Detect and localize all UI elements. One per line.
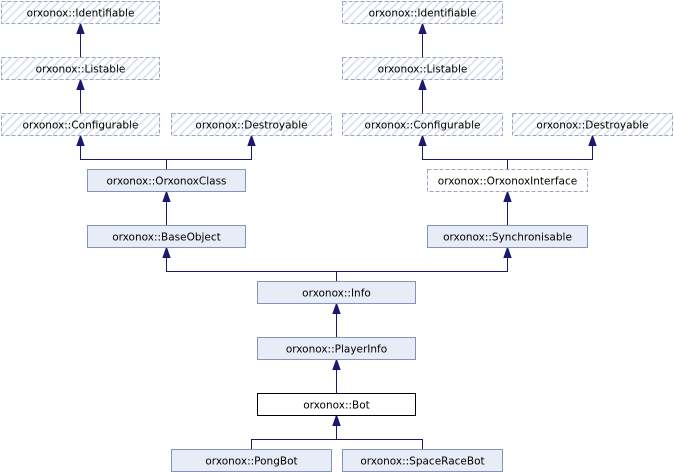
class-node-box <box>257 393 416 416</box>
class-node-listable-r[interactable]: orxonox::Listable <box>342 57 503 80</box>
class-node-box <box>427 169 588 192</box>
inheritance-edge-orxonoxinterface-to-configurable-r <box>422 145 508 170</box>
class-node-label: orxonox::Synchronisable <box>443 232 572 244</box>
class-node-label: orxonox::Destroyable <box>536 120 648 132</box>
class-node-box <box>1 1 160 24</box>
arrowhead-icon <box>332 357 341 370</box>
class-node-orxonoxclass[interactable]: orxonox::OrxonoxClass <box>87 169 246 192</box>
class-node-identifiable-l[interactable]: orxonox::Identifiable <box>1 1 160 24</box>
class-node-label: orxonox::PongBot <box>205 456 297 468</box>
class-node-identifiable-r[interactable]: orxonox::Identifiable <box>342 1 503 24</box>
arrowhead-icon <box>503 245 512 258</box>
inheritance-edge-info-to-baseobject <box>166 257 337 282</box>
class-node-label: orxonox::Listable <box>378 64 468 76</box>
class-node-label: orxonox::PlayerInfo <box>286 344 387 356</box>
class-node-box <box>342 57 503 80</box>
class-node-destroyable-l[interactable]: orxonox::Destroyable <box>171 113 332 136</box>
class-node-bot[interactable]: orxonox::Bot <box>257 393 416 416</box>
class-node-label: orxonox::Destroyable <box>195 120 307 132</box>
class-node-box <box>257 281 416 304</box>
arrowhead-icon <box>76 21 85 34</box>
class-node-label: orxonox::Identifiable <box>369 8 477 20</box>
class-node-listable-l[interactable]: orxonox::Listable <box>1 57 160 80</box>
class-node-label: orxonox::Info <box>302 288 371 300</box>
edges-layer <box>76 21 597 450</box>
class-node-playerinfo[interactable]: orxonox::PlayerInfo <box>257 337 416 360</box>
class-node-box <box>342 113 503 136</box>
arrowhead-icon <box>76 77 85 90</box>
class-node-pongbot[interactable]: orxonox::PongBot <box>171 449 332 472</box>
inheritance-edge-orxonoxclass-to-destroyable-l <box>166 145 252 170</box>
class-node-box <box>1 57 160 80</box>
class-node-box <box>342 1 503 24</box>
class-node-box <box>1 113 160 136</box>
class-node-configurable-r[interactable]: orxonox::Configurable <box>342 113 503 136</box>
arrowhead-icon <box>332 301 341 314</box>
class-node-label: orxonox::Identifiable <box>27 8 135 20</box>
class-node-label: orxonox::SpaceRaceBot <box>360 456 484 468</box>
arrowhead-icon <box>418 133 427 146</box>
class-node-synchronisable[interactable]: orxonox::Synchronisable <box>427 225 588 248</box>
class-node-label: orxonox::Listable <box>36 64 126 76</box>
class-node-baseobject[interactable]: orxonox::BaseObject <box>87 225 246 248</box>
arrowhead-icon <box>162 245 171 258</box>
class-node-box <box>512 113 673 136</box>
class-node-box <box>257 337 416 360</box>
class-node-orxonoxinterface[interactable]: orxonox::OrxonoxInterface <box>427 169 588 192</box>
class-node-label: orxonox::Bot <box>303 400 370 412</box>
class-node-label: orxonox::OrxonoxInterface <box>438 176 577 188</box>
class-node-label: orxonox::BaseObject <box>112 232 221 244</box>
class-node-box <box>171 113 332 136</box>
inheritance-edge-pongbot-to-bot <box>251 425 337 450</box>
arrowhead-icon <box>418 77 427 90</box>
arrowhead-icon <box>418 21 427 34</box>
class-node-box <box>87 169 246 192</box>
inheritance-edge-orxonoxinterface-to-destroyable-r <box>507 145 593 170</box>
class-node-box <box>87 225 246 248</box>
class-node-label: orxonox::Configurable <box>23 120 139 132</box>
class-node-spaceracebot[interactable]: orxonox::SpaceRaceBot <box>342 449 503 472</box>
inheritance-edge-spaceracebot-to-bot <box>336 425 423 450</box>
arrowhead-icon <box>588 133 597 146</box>
class-node-info[interactable]: orxonox::Info <box>257 281 416 304</box>
inheritance-edge-orxonoxclass-to-configurable-l <box>80 145 167 170</box>
class-node-destroyable-r[interactable]: orxonox::Destroyable <box>512 113 673 136</box>
arrowhead-icon <box>503 189 512 202</box>
arrowhead-icon <box>247 133 256 146</box>
inheritance-edge-info-to-synchronisable <box>336 257 508 282</box>
arrowhead-icon <box>162 189 171 202</box>
arrowhead-icon <box>76 133 85 146</box>
class-node-box <box>427 225 588 248</box>
arrowhead-icon <box>332 413 341 426</box>
class-node-label: orxonox::OrxonoxClass <box>106 176 226 188</box>
class-node-configurable-l[interactable]: orxonox::Configurable <box>1 113 160 136</box>
class-node-label: orxonox::Configurable <box>365 120 481 132</box>
